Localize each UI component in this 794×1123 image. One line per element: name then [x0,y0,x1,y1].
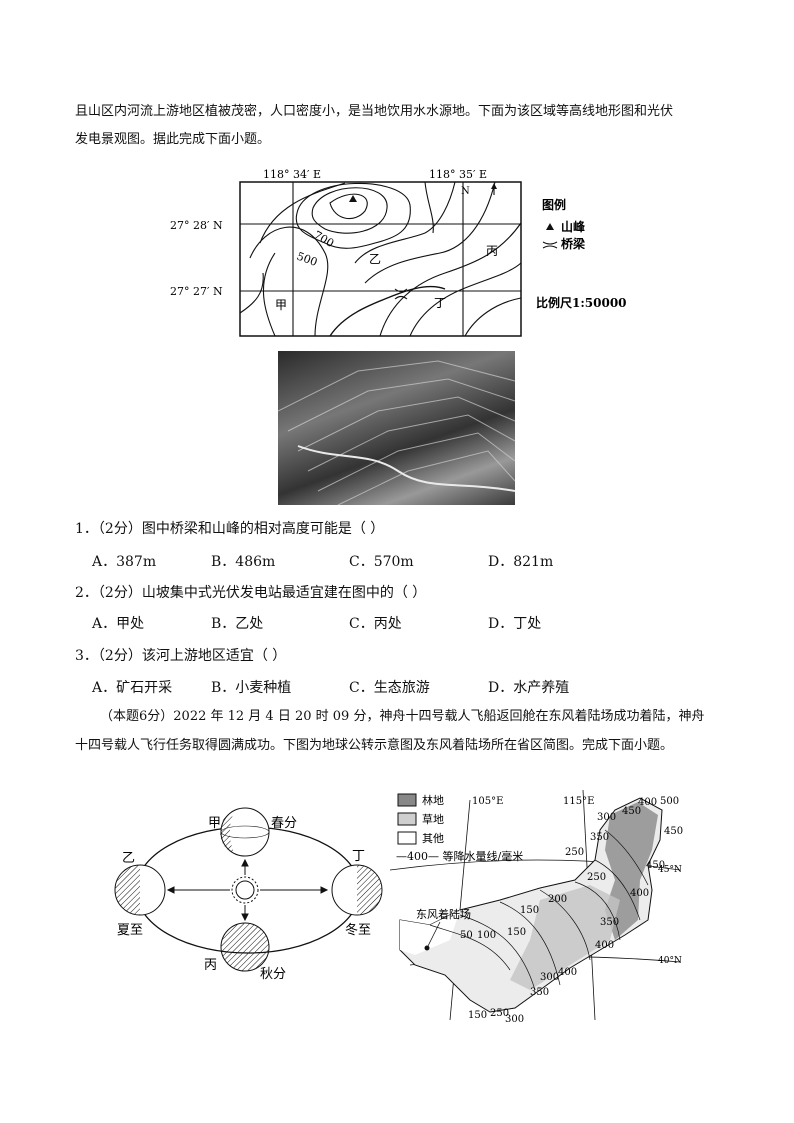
legend-peak-label: 山峰 [561,219,586,234]
group2-line-1: （本题6分）2022 年 12 月 4 日 20 时 09 分，神舟十四号载人飞… [100,709,705,724]
iso-label: 300 [597,812,616,823]
iso-label: 400 [558,967,577,978]
iso-label: 400 [595,940,614,951]
place-ding: 丁 [434,296,446,310]
earth-jia [219,807,270,857]
iso-label: 150 [507,927,526,938]
iso-label: 300 [540,972,559,983]
legend-other: 其他 [422,832,444,845]
iso-label: 150 [520,905,539,916]
orbit-label-chunfen: 春分 [271,816,297,831]
orbit-label-dongzhi: 冬至 [345,922,371,938]
iso-label: 350 [530,987,549,998]
q2-option-d: D．丁处 [488,616,542,632]
earth-orbit-diagram: 甲 春分 乙 夏至 丁 冬至 丙 秋分 [114,807,383,982]
earth-bing [220,922,270,972]
orbit-label-jia: 甲 [208,816,221,831]
intro-line-1: 且山区内河流上游地区植被茂密，人口密度小，是当地饮用水水源地。下面为该区域等高线… [75,104,674,119]
peak-icon [349,195,357,202]
earth-ding [331,864,383,916]
orbit-label-yi: 乙 [122,851,135,866]
q1-option-c: C．570m [349,554,414,570]
north-label: N [461,186,470,197]
iso-label: 150 [468,1010,487,1021]
iso-label: 450 [622,806,641,817]
place-yi: 乙 [369,252,381,266]
question-1-stem: 1．（2分）图中桥梁和山峰的相对高度可能是（ ） [75,521,385,537]
iso-label: 450 [646,860,665,871]
lat-top-label: 27° 28′ N [170,219,223,232]
question-3-stem: 3．（2分）该河上游地区适宜（ ） [75,648,287,664]
iso-label: 250 [565,847,584,858]
orbit-label-xiazhi: 夏至 [117,923,143,938]
legend-grass: 草地 [422,813,444,826]
lon-115-label: 115°E [563,796,594,807]
group2-line-2: 十四号载人飞行任务取得圆满成功。下图为地球公转示意图及东风着陆场所在省区简图。完… [75,738,674,753]
legend-isoline: —400— 等降水量线/毫米 [396,849,523,863]
q1-option-b: B．486m [211,554,276,570]
lat-bottom-label: 27° 27′ N [170,285,223,298]
place-jia: 甲 [275,298,287,312]
orbit-label-bing: 丙 [204,958,217,973]
legend-peak-icon [546,223,554,230]
question-2-stem: 2．（2分）山坡集中式光伏发电站最适宜建在图中的（ ） [75,585,427,601]
iso-label: 50 [460,930,473,941]
iso-label: 450 [664,826,683,837]
province-outline [399,797,663,1013]
iso-label: 200 [548,894,567,905]
q2-option-c: C．丙处 [349,616,402,632]
iso-label: 300 [505,1014,524,1025]
q3-option-d: D．水产养殖 [488,680,570,696]
contour-map: 118° 34′ E 118° 35′ E 27° 28′ N 27° 27′ … [170,168,627,337]
lon-105-label: 105°E [472,796,503,807]
sun-icon [231,876,259,904]
q2-option-b: B．乙处 [211,616,264,632]
contour-500-label: 500 [295,250,319,269]
iso-label: 500 [660,796,679,807]
lat-45-label: 45°N [658,865,682,875]
iso-label: 250 [490,1008,509,1019]
province-map: 林地 草地 其他 —400— 等降水量线/毫米 105°E 115°E 45°N… [390,790,683,1025]
legend-forest: 林地 [422,793,444,807]
lon-right-label: 118° 35′ E [429,168,487,181]
q1-option-a: A．387m [92,554,157,570]
q3-option-a: A．矿石开采 [92,680,173,696]
scale-label: 比例尺1:50000 [536,295,627,310]
q3-option-b: B．小麦种植 [211,680,292,696]
orbit-label-ding: 丁 [352,849,365,864]
q2-option-a: A．甲处 [92,616,145,632]
iso-label: 400 [638,797,657,808]
iso-label: 350 [590,832,609,843]
lat-40-label: 40°N [658,956,682,966]
intro-line-2: 发电景观图。据此完成下面小题。 [75,132,271,147]
q1-option-d: D．821m [488,554,554,570]
lon-left-label: 118° 34′ E [263,168,321,181]
q3-option-c: C．生态旅游 [349,680,430,696]
earth-yi [114,864,166,916]
orbit-label-qiufen: 秋分 [260,967,286,982]
legend-bridge-label: 桥梁 [561,236,585,251]
legend-title: 图例 [542,197,566,212]
place-bing: 丙 [486,244,498,258]
landing-site-label: 东风着陆场 [416,907,471,921]
pv-landscape-photo [278,351,515,505]
iso-label: 400 [630,888,649,899]
iso-label: 350 [600,917,619,928]
iso-label: 100 [477,930,496,941]
iso-label: 250 [587,872,606,883]
